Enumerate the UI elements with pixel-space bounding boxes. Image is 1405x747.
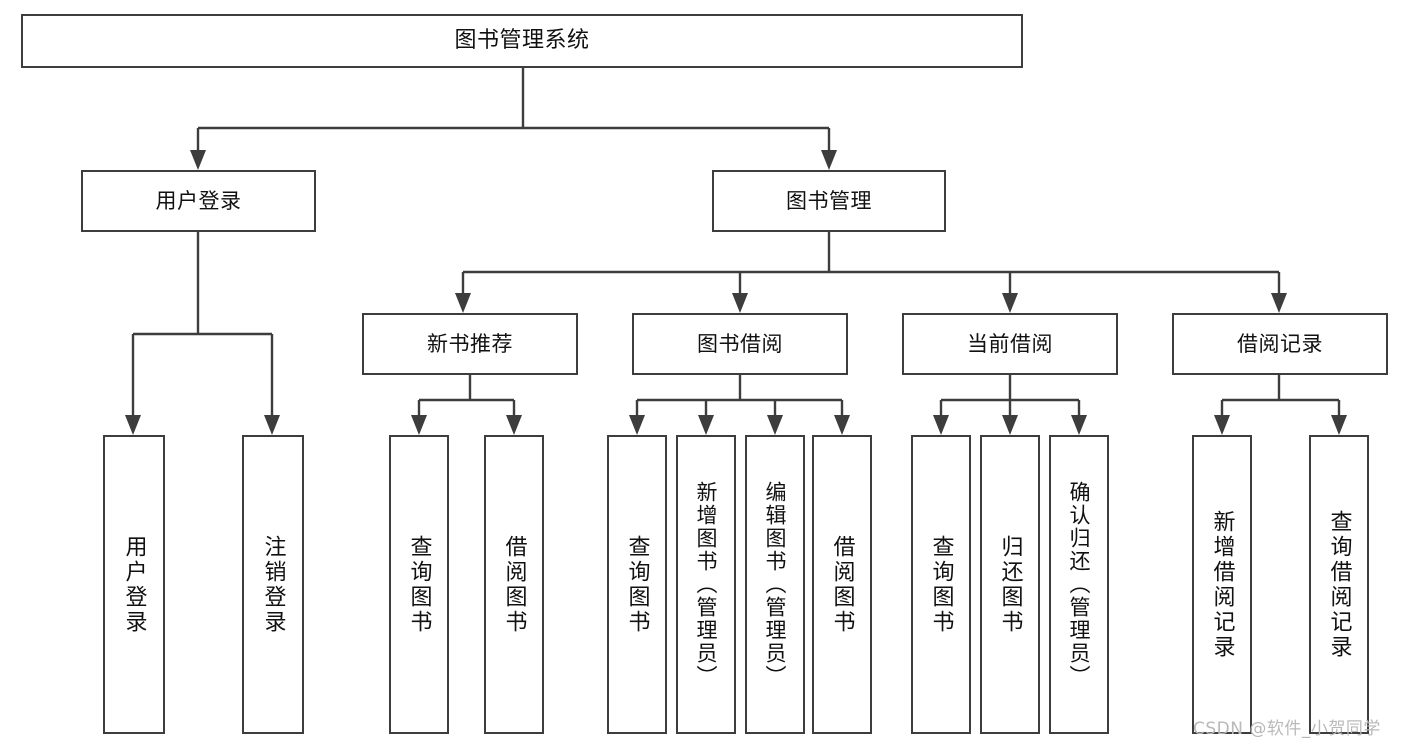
- node-leaf-query-book-2[interactable]: 查询图书: [607, 435, 667, 734]
- node-current-borrow-label: 当前借阅: [967, 331, 1053, 356]
- node-leaf-edit-book[interactable]: 编辑图书（管理员）: [745, 435, 805, 734]
- node-leaf-borrow-book-2[interactable]: 借阅图书: [812, 435, 872, 734]
- node-new-book-recommend[interactable]: 新书推荐: [362, 313, 578, 375]
- node-book-borrow-label: 图书借阅: [697, 331, 783, 356]
- node-current-borrow[interactable]: 当前借阅: [902, 313, 1118, 375]
- node-leaf-query-book-1-label: 查询图书: [406, 534, 432, 635]
- node-leaf-add-record[interactable]: 新增借阅记录: [1192, 435, 1252, 734]
- node-leaf-return-book[interactable]: 归还图书: [980, 435, 1040, 734]
- watermark-text: CSDN @软件_小贺同学: [1193, 719, 1381, 739]
- node-root[interactable]: 图书管理系统: [21, 14, 1023, 68]
- node-leaf-query-book-3-label: 查询图书: [928, 534, 954, 635]
- node-leaf-borrow-book-2-label: 借阅图书: [829, 534, 855, 635]
- node-leaf-edit-book-label: 编辑图书（管理员）: [763, 481, 788, 688]
- node-leaf-query-record[interactable]: 查询借阅记录: [1309, 435, 1369, 734]
- node-user-login-label: 用户登录: [155, 188, 242, 213]
- node-leaf-query-book-3[interactable]: 查询图书: [911, 435, 971, 734]
- node-leaf-user-login-label: 用户登录: [121, 534, 147, 635]
- node-leaf-borrow-book-1[interactable]: 借阅图书: [484, 435, 544, 734]
- node-book-manage-label: 图书管理: [786, 188, 872, 213]
- node-leaf-add-book-label: 新增图书（管理员）: [694, 481, 719, 688]
- node-leaf-query-book-1[interactable]: 查询图书: [389, 435, 449, 734]
- node-borrow-record-label: 借阅记录: [1237, 331, 1323, 356]
- node-leaf-add-record-label: 新增借阅记录: [1209, 509, 1235, 660]
- node-leaf-logout-label: 注销登录: [260, 534, 286, 635]
- node-user-login[interactable]: 用户登录: [81, 170, 316, 232]
- node-leaf-confirm-return[interactable]: 确认归还（管理员）: [1049, 435, 1109, 734]
- node-borrow-record[interactable]: 借阅记录: [1172, 313, 1388, 375]
- node-leaf-borrow-book-1-label: 借阅图书: [501, 534, 527, 635]
- node-leaf-return-book-label: 归还图书: [997, 534, 1023, 635]
- node-leaf-query-record-label: 查询借阅记录: [1326, 509, 1352, 660]
- node-leaf-confirm-return-label: 确认归还（管理员）: [1067, 481, 1092, 688]
- node-leaf-user-login[interactable]: 用户登录: [103, 435, 165, 734]
- node-root-label: 图书管理系统: [454, 28, 590, 54]
- node-leaf-logout[interactable]: 注销登录: [242, 435, 304, 734]
- node-leaf-query-book-2-label: 查询图书: [624, 534, 650, 635]
- node-leaf-add-book[interactable]: 新增图书（管理员）: [676, 435, 736, 734]
- node-new-book-recommend-label: 新书推荐: [427, 331, 513, 356]
- node-book-borrow[interactable]: 图书借阅: [632, 313, 848, 375]
- node-book-manage[interactable]: 图书管理: [712, 170, 946, 232]
